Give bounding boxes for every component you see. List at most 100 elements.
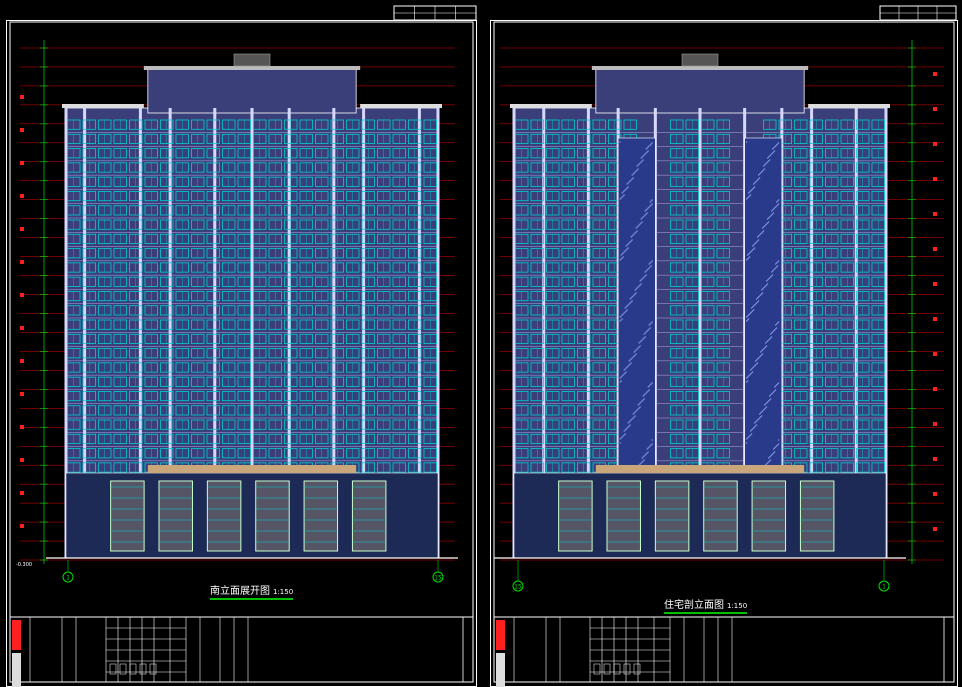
stipple-dot <box>639 162 641 164</box>
stipple-dot <box>635 231 637 233</box>
stipple-dot <box>760 412 762 414</box>
stipple-dot <box>645 392 647 394</box>
stipple-dot <box>770 337 772 339</box>
title-block-cell <box>623 663 631 675</box>
level-marker-icon <box>933 247 937 251</box>
stipple-dot <box>771 454 773 456</box>
stipple-dot <box>769 155 771 157</box>
stipple-dot <box>773 147 775 149</box>
stipple-dot <box>757 240 759 242</box>
stipple-dot <box>619 259 621 261</box>
stipple-dot <box>640 279 642 281</box>
stipple-dot <box>634 232 636 234</box>
stipple-dot <box>760 351 762 353</box>
stipple-dot <box>648 385 650 387</box>
stipple-dot <box>754 243 756 245</box>
pilaster <box>213 108 217 558</box>
stipple-dot <box>778 439 780 441</box>
stipple-dot <box>648 446 650 448</box>
stipple-dot <box>644 336 646 338</box>
stipple-dot <box>620 380 622 382</box>
stipple-dot <box>624 250 626 252</box>
stipple-dot <box>627 186 629 188</box>
stipple-dot <box>646 330 648 332</box>
stipple-dot <box>627 304 629 306</box>
stipple-dot <box>640 218 642 220</box>
stipple-dot <box>632 234 634 236</box>
level-marker-icon <box>20 293 24 297</box>
stipple-dot <box>650 204 652 206</box>
stipple-dot <box>774 386 776 388</box>
stipple-dot <box>642 159 644 161</box>
stipple-dot <box>748 253 750 255</box>
stipple-dot <box>649 201 651 203</box>
shop-front <box>751 480 787 552</box>
stipple-dot <box>748 257 750 259</box>
stipple-dot <box>625 249 627 251</box>
facade-crown <box>595 67 805 114</box>
stipple-dot <box>638 403 640 405</box>
title-block-cell <box>109 663 117 675</box>
stipple-dot <box>750 312 752 314</box>
podium-cornice <box>147 465 357 473</box>
stipple-dot <box>619 438 621 440</box>
stipple-dot <box>746 141 748 143</box>
stipple-dot <box>763 287 765 289</box>
stipple-dot <box>759 295 761 297</box>
crown-cornice <box>143 66 361 70</box>
stipple-dot <box>774 268 776 270</box>
stipple-dot <box>643 455 645 457</box>
stipple-dot <box>748 192 750 194</box>
stipple-dot <box>759 177 761 179</box>
stipple-dot <box>641 278 643 280</box>
stipple-dot <box>774 146 776 148</box>
stipple-dot <box>626 248 628 250</box>
stipple-dot <box>651 260 653 262</box>
stipple-dot <box>643 459 645 461</box>
stipple-dot <box>769 399 771 401</box>
level-marker-icon <box>933 457 937 461</box>
stipple-dot <box>750 194 752 196</box>
stipple-dot <box>774 447 776 449</box>
stipple-dot <box>639 284 641 286</box>
stipple-dot <box>775 328 777 330</box>
stipple-dot <box>749 374 751 376</box>
level-marker-icon <box>933 317 937 321</box>
stipple-dot <box>623 190 625 192</box>
stipple-dot <box>629 420 631 422</box>
shop-front <box>158 480 193 552</box>
stipple-dot <box>772 213 774 215</box>
stipple-dot <box>764 347 766 349</box>
stipple-dot <box>651 382 653 384</box>
shop-front <box>606 480 641 552</box>
stipple-dot <box>769 460 771 462</box>
stipple-dot <box>748 436 750 438</box>
stipple-dot <box>751 189 753 191</box>
stipple-dot <box>773 330 775 332</box>
stipple-dot <box>762 227 764 229</box>
stipple-dot <box>650 265 652 267</box>
stipple-dot <box>621 314 623 316</box>
stipple-dot <box>623 434 625 436</box>
axis-label: 1 <box>882 584 886 591</box>
pilaster <box>168 108 172 558</box>
level-marker-icon <box>20 359 24 363</box>
stipple-dot <box>765 407 767 409</box>
stipple-dot <box>637 404 639 406</box>
stipple-dot <box>759 413 761 415</box>
stipple-dot <box>640 283 642 285</box>
stipple-dot <box>633 355 635 357</box>
stipple-dot <box>624 189 626 191</box>
stipple-dot <box>621 375 623 377</box>
stipple-dot <box>650 261 652 263</box>
pilaster <box>698 108 702 558</box>
stipple-dot <box>630 362 632 364</box>
stipple-dot <box>651 142 653 144</box>
stipple-dot <box>748 196 750 198</box>
stipple-dot <box>776 327 778 329</box>
title-block-stamp <box>496 653 505 687</box>
stipple-dot <box>750 373 752 375</box>
stipple-dot <box>650 143 652 145</box>
stipple-dot <box>747 258 749 260</box>
stipple-dot <box>639 402 641 404</box>
